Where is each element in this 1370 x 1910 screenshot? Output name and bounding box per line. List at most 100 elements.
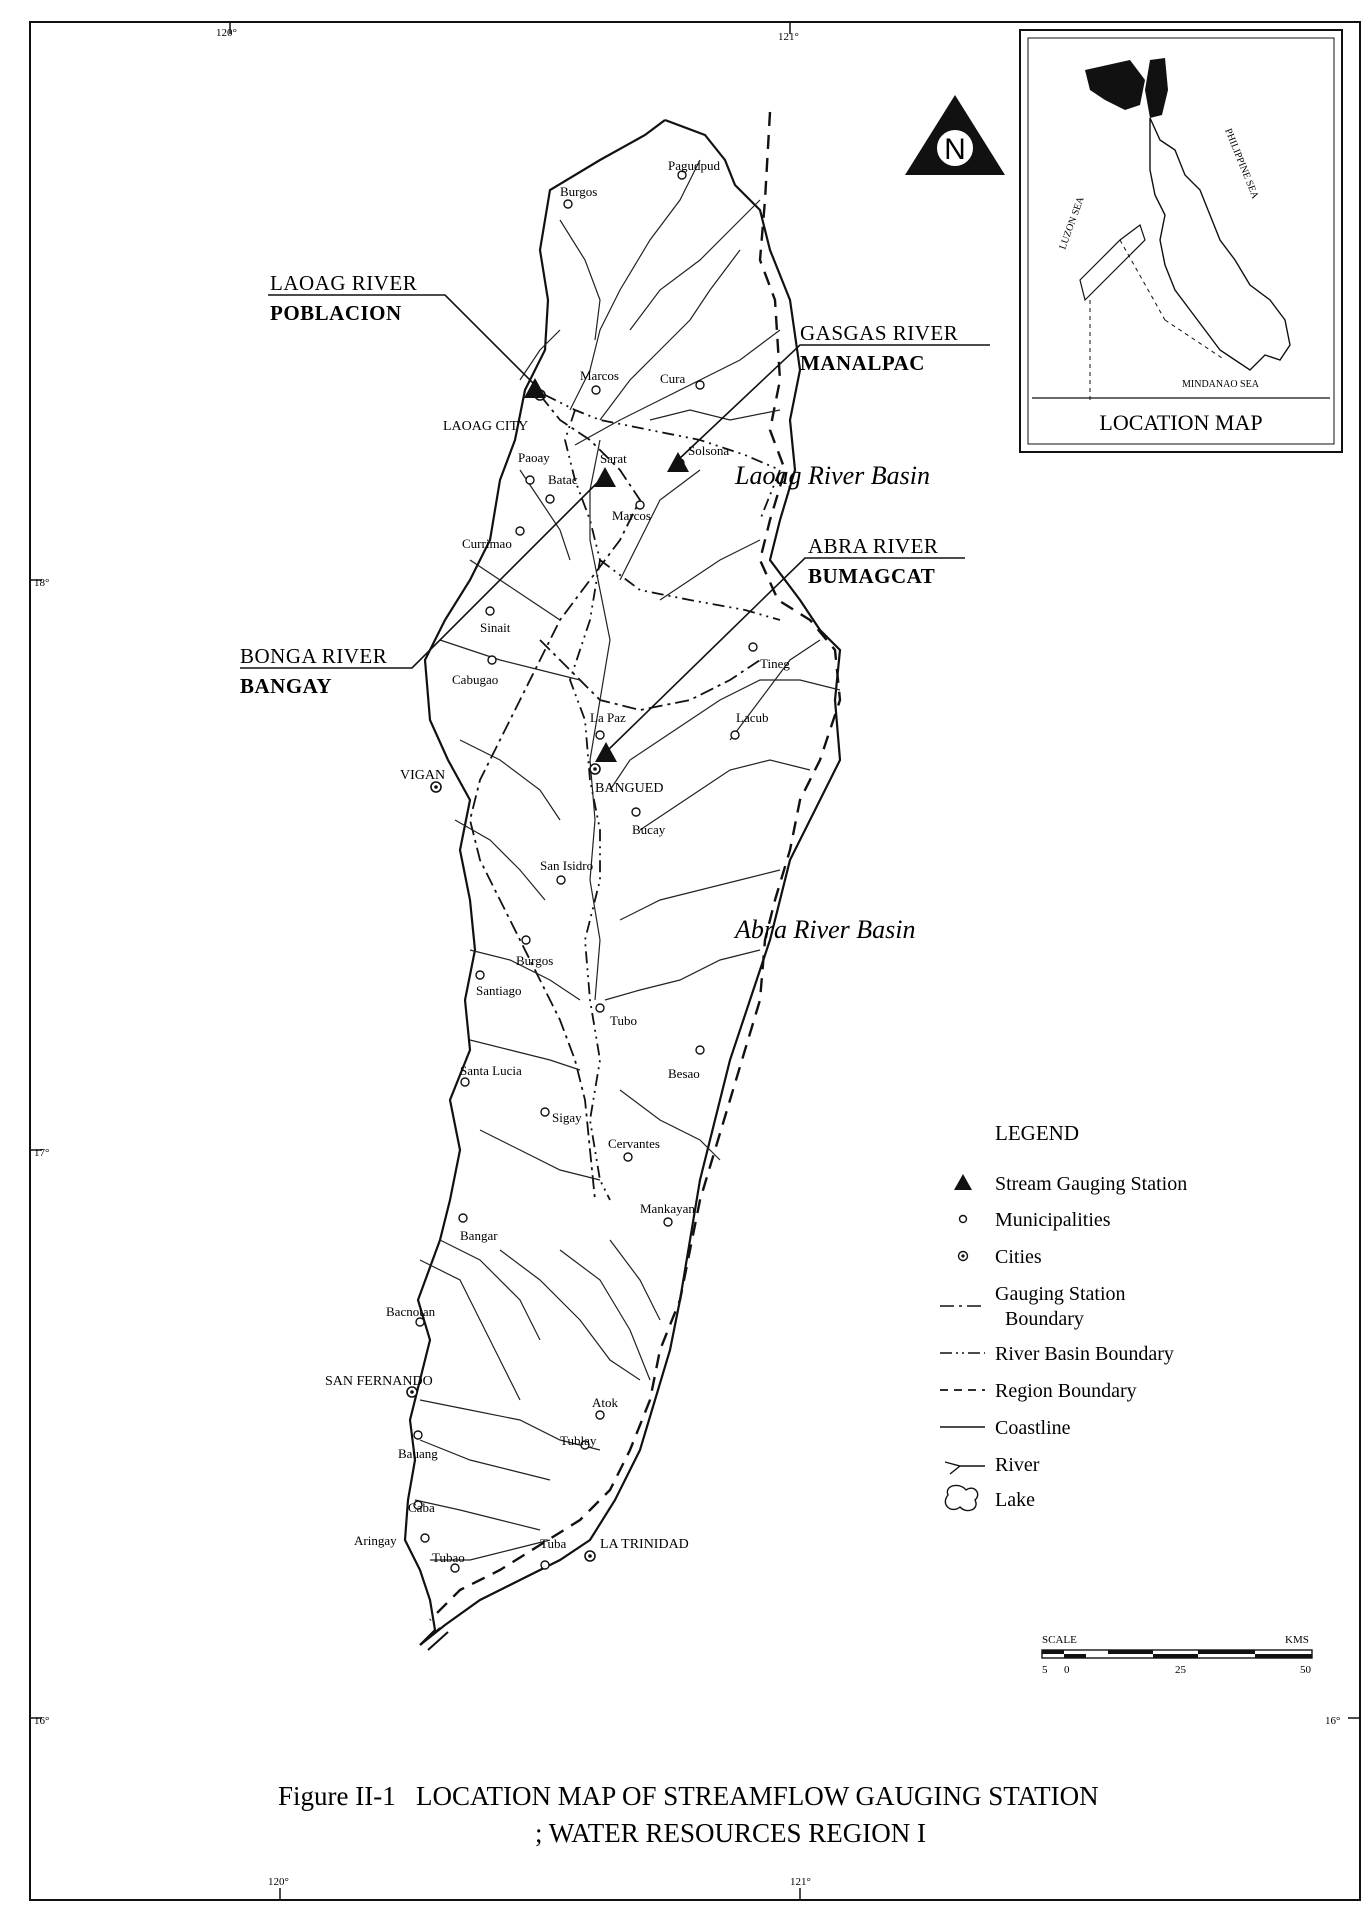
river-network: [414, 159, 841, 1561]
svg-text:LA TRINIDAD: LA TRINIDAD: [600, 1537, 689, 1552]
svg-text:Bauang: Bauang: [398, 1446, 438, 1461]
legend-boundary: Boundary: [1005, 1308, 1084, 1330]
station-bonga-site: BANGAY: [240, 674, 332, 698]
station-marker-bonga: [594, 467, 616, 487]
station-laoag-site: POBLACION: [270, 301, 402, 325]
inset-map: LUZON SEA PHILIPPINE SEA MINDANAO SEA LO…: [1019, 29, 1343, 453]
svg-text:Sarat: Sarat: [600, 451, 627, 466]
svg-text:Batac: Batac: [548, 472, 578, 487]
svg-text:Pagudpud: Pagudpud: [668, 158, 721, 173]
map-frame: [29, 21, 1361, 1901]
svg-text:Tuba: Tuba: [540, 1536, 566, 1551]
station-abra-river: ABRA RIVER: [808, 534, 938, 558]
coord-left-17: 17°: [34, 1147, 49, 1159]
legend: LEGEND Stream Gauging Station Municipali…: [940, 1121, 1187, 1512]
station-gasgas-river: GASGAS RIVER: [800, 321, 958, 345]
municipality-markers: [413, 170, 758, 1573]
svg-text:Sigay: Sigay: [552, 1110, 582, 1125]
station-laoag-river: LAOAG RIVER: [270, 271, 417, 295]
svg-text:Bucay: Bucay: [632, 822, 666, 837]
coord-right-16: 16°: [1325, 1715, 1340, 1727]
svg-text:Bacnotan: Bacnotan: [386, 1304, 436, 1319]
legend-cities: Cities: [995, 1246, 1042, 1268]
svg-text:Lacub: Lacub: [736, 710, 768, 725]
station-leader-lines: [240, 294, 990, 753]
coastline: [403, 118, 842, 1646]
legend-river: River: [995, 1454, 1040, 1476]
gauging-station-markers: [524, 378, 689, 762]
station-gasgas-site: MANALPAC: [800, 351, 925, 375]
svg-text:Marcos: Marcos: [612, 508, 651, 523]
figure-caption-line1: Figure II-1 LOCATION MAP OF STREAMFLOW G…: [278, 1781, 1099, 1811]
figure-caption-line2: ; WATER RESOURCES REGION I: [535, 1818, 926, 1848]
svg-text:Aringay: Aringay: [354, 1533, 397, 1548]
station-marker-gasgas: [667, 452, 689, 472]
inset-title: LOCATION MAP: [1099, 410, 1262, 435]
legend-stream-gauging-station: Stream Gauging Station: [995, 1173, 1187, 1195]
scale-tick-50: 50: [1300, 1664, 1312, 1676]
coord-top-121: 121°: [778, 31, 799, 43]
region-boundary: [429, 111, 842, 1621]
legend-municipalities: Municipalities: [995, 1209, 1111, 1231]
svg-text:BANGUED: BANGUED: [595, 781, 663, 796]
legend-coastline: Coastline: [995, 1417, 1071, 1439]
north-arrow: N: [905, 95, 1005, 175]
legend-title: LEGEND: [995, 1121, 1079, 1145]
legend-river-basin-boundary: River Basin Boundary: [995, 1343, 1174, 1365]
svg-text:Mankayan: Mankayan: [640, 1201, 695, 1216]
inset-mindanao-sea: MINDANAO SEA: [1182, 379, 1260, 390]
svg-text:SAN FERNANDO: SAN FERNANDO: [325, 1374, 433, 1389]
city-labels: LAOAG CITY VIGAN BANGUED SAN FERNANDO LA…: [325, 419, 689, 1552]
svg-text:Tubao: Tubao: [432, 1550, 465, 1565]
svg-text:La Paz: La Paz: [590, 710, 626, 725]
svg-text:Bangar: Bangar: [460, 1228, 498, 1243]
town-labels: Pagudpud Burgos Marcos Cura Solsona Paoa…: [354, 158, 790, 1565]
scale-unit: KMS: [1285, 1634, 1309, 1646]
scale-title: SCALE: [1042, 1634, 1077, 1646]
gauging-station-boundary: [469, 394, 761, 1201]
station-bonga-river: BONGA RIVER: [240, 644, 387, 668]
svg-text:Currimao: Currimao: [462, 536, 512, 551]
legend-lake: Lake: [995, 1489, 1035, 1511]
scale-tick-5: 5: [1042, 1664, 1048, 1676]
svg-text:Besao: Besao: [668, 1066, 700, 1081]
basin-label-abra: Abra River Basin: [733, 915, 916, 944]
station-marker-laoag: [524, 378, 546, 398]
svg-text:Burgos: Burgos: [560, 184, 597, 199]
svg-text:Cervantes: Cervantes: [608, 1136, 660, 1151]
svg-text:Sinait: Sinait: [480, 620, 511, 635]
scale-bar: SCALE KMS 5 0 25 50: [1041, 1634, 1313, 1676]
coord-bottom-120: 120°: [268, 1876, 289, 1888]
coord-left-16: 16°: [34, 1715, 49, 1727]
station-abra-site: BUMAGCAT: [808, 564, 935, 588]
coord-bottom-121: 121°: [790, 1876, 811, 1888]
coord-top-120: 120°: [216, 27, 237, 39]
scale-tick-0: 0: [1064, 1664, 1070, 1676]
svg-text:Cabugao: Cabugao: [452, 672, 498, 687]
north-letter: N: [944, 133, 966, 166]
svg-text:LAOAG CITY: LAOAG CITY: [443, 419, 528, 434]
svg-text:Tubo: Tubo: [610, 1013, 637, 1028]
city-markers: [406, 389, 601, 1562]
svg-text:San Isidro: San Isidro: [540, 858, 593, 873]
svg-text:Tublay: Tublay: [560, 1433, 597, 1448]
scale-tick-25: 25: [1175, 1664, 1187, 1676]
svg-text:Paoay: Paoay: [518, 450, 550, 465]
svg-text:Atok: Atok: [592, 1395, 619, 1410]
river-basin-boundary: [544, 394, 782, 1201]
svg-text:Marcos: Marcos: [580, 368, 619, 383]
svg-text:VIGAN: VIGAN: [400, 768, 445, 783]
basin-label-laoag: Laoag River Basin: [734, 461, 930, 490]
legend-gauging-station: Gauging Station: [995, 1283, 1126, 1305]
svg-text:Cura: Cura: [660, 371, 686, 386]
svg-text:Santiago: Santiago: [476, 983, 522, 998]
svg-text:Caba: Caba: [408, 1500, 435, 1515]
coastline-tail: [419, 1627, 449, 1651]
legend-region-boundary: Region Boundary: [995, 1380, 1137, 1402]
svg-text:Santa Lucia: Santa Lucia: [460, 1063, 522, 1078]
svg-text:Solsona: Solsona: [688, 443, 729, 458]
svg-text:Burgos: Burgos: [516, 953, 553, 968]
svg-text:Tineg: Tineg: [760, 656, 790, 671]
coordinate-ticks: [30, 22, 1360, 1900]
